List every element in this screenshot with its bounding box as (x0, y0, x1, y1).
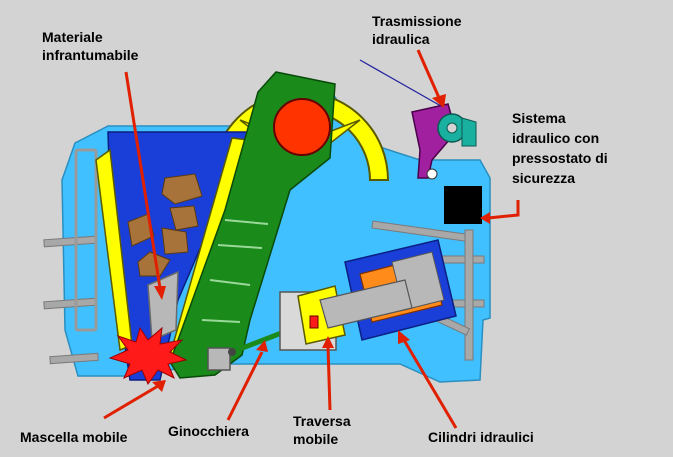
label-sistema-3: pressostato di (512, 150, 608, 166)
toggle-plate (207, 319, 311, 371)
pointer-arrows (103, 49, 520, 429)
label-materiale-1: Materiale (42, 29, 103, 45)
label-traversa-2: mobile (293, 431, 338, 447)
impact-spark-icon (108, 326, 188, 386)
jaw-ribs (201, 219, 269, 323)
label-sistema-4: sicurezza (512, 170, 575, 186)
label-ginocchiera: Ginocchiera (168, 423, 249, 439)
label-sistema-2: idraulico con (512, 130, 599, 146)
hydraulic-cylinders (319, 239, 457, 341)
label-trasmissione-1: Trasmissione (372, 13, 462, 29)
label-sistema-1: Sistema (512, 110, 566, 126)
label-trasmissione-2: idraulica (372, 31, 430, 47)
label-materiale-2: infrantumabile (42, 47, 139, 63)
hydraulic-transmission-unit (411, 103, 477, 180)
pressure-switch (444, 186, 482, 224)
label-traversa-1: Traversa (293, 413, 351, 429)
label-mascella: Mascella mobile (20, 429, 128, 445)
uncrushable-material (147, 270, 179, 342)
label-cilindri: Cilindri idraulici (428, 429, 534, 445)
frame-slots (43, 148, 485, 365)
transmission-belt (359, 59, 449, 111)
eccentric-pulley (273, 98, 331, 156)
rocks (127, 173, 203, 277)
